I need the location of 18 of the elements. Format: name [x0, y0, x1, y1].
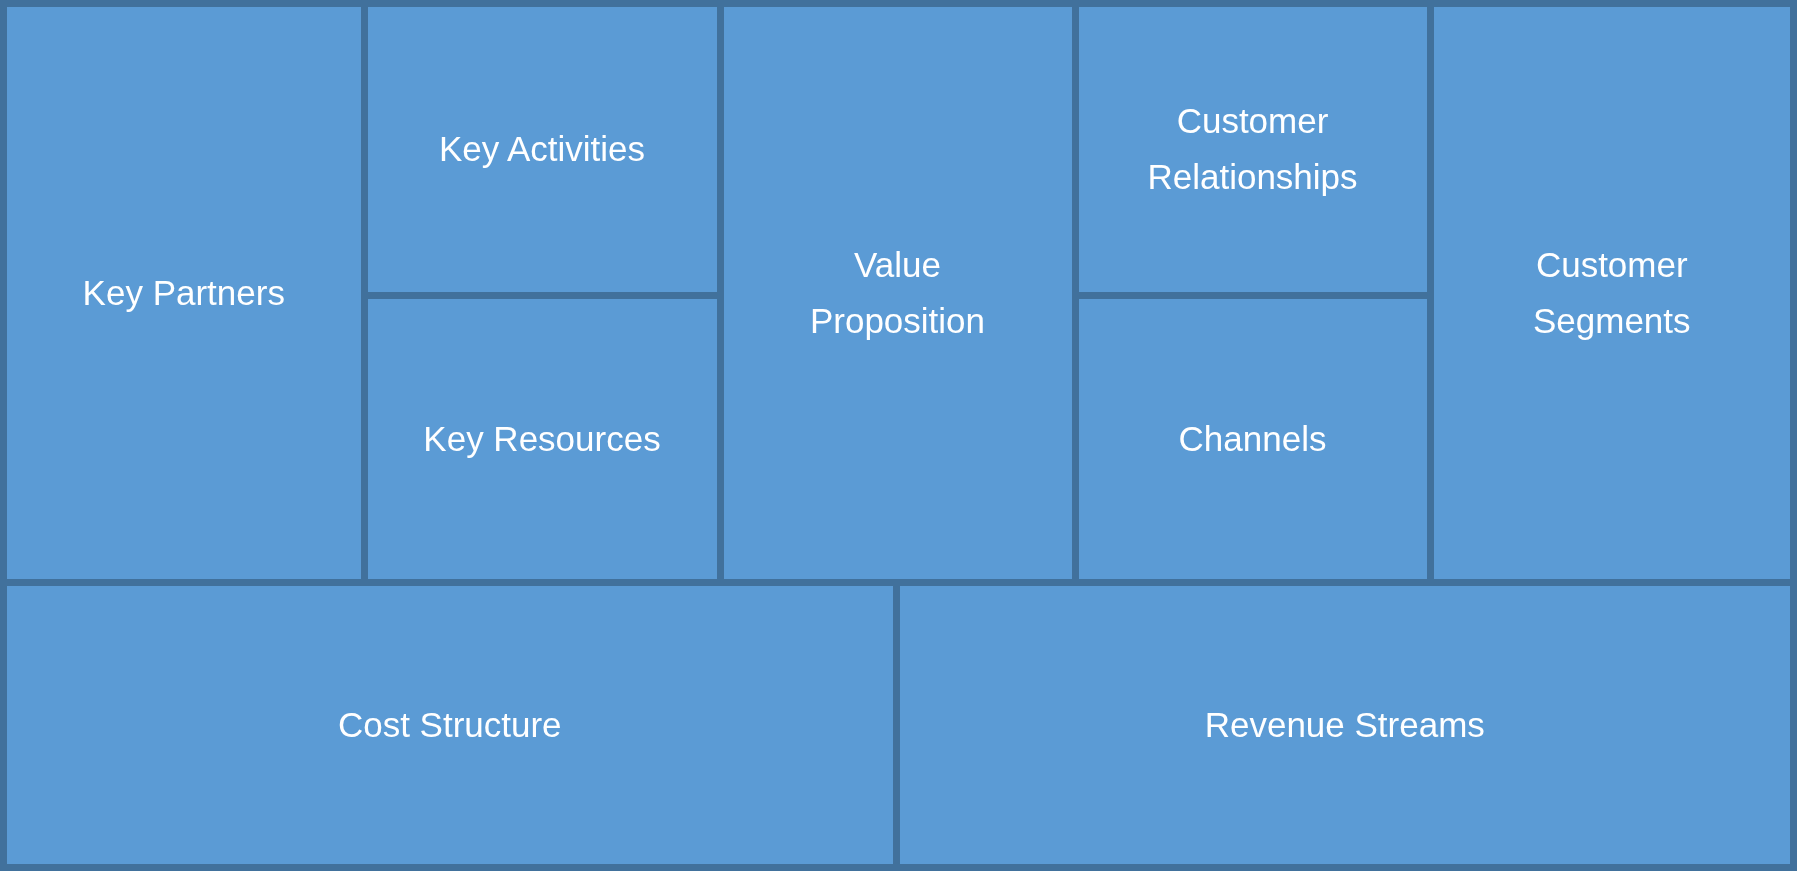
block-title: Value Proposition	[808, 243, 987, 342]
block-title: Channels	[1178, 417, 1327, 460]
canvas-block	[723, 7, 1072, 579]
canvas-block	[1078, 7, 1427, 292]
canvas-block	[7, 585, 893, 864]
block-title: Customer Segments	[1531, 243, 1692, 342]
canvas-block	[367, 298, 717, 579]
block-title: Key Resources	[423, 417, 661, 460]
canvas-block	[899, 585, 1790, 864]
canvas-block	[1433, 7, 1790, 579]
block-title: Customer Relationships	[1146, 100, 1359, 199]
block-title: Cost Structure	[337, 703, 562, 746]
block-title: Key Partners	[82, 271, 285, 314]
canvas-block	[7, 7, 361, 579]
block-title: Revenue Streams	[1204, 703, 1485, 746]
canvas-block	[1078, 298, 1427, 579]
canvas-block	[367, 7, 717, 292]
block-title: Key Activities	[438, 128, 646, 171]
